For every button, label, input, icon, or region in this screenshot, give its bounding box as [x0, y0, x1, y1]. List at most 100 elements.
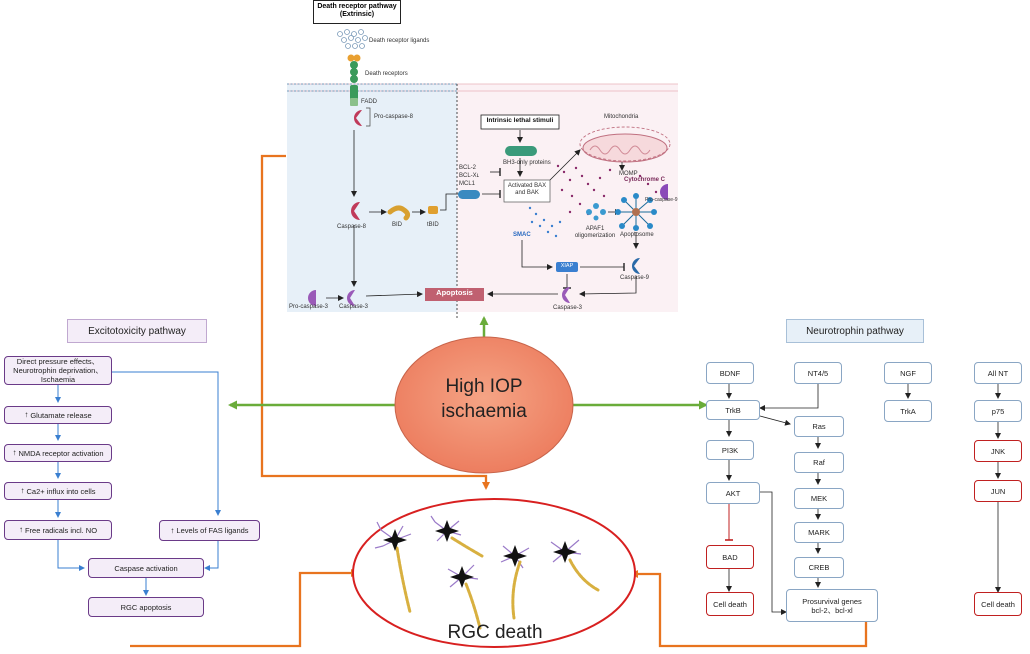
- xiap-label: XIAP: [560, 263, 574, 269]
- jnk-box: JNK: [974, 440, 1022, 462]
- tbid-icon: [428, 206, 438, 214]
- ras-box: Ras: [794, 416, 844, 437]
- apoptosis-box: [425, 288, 484, 301]
- mitochondria-icon: [579, 126, 671, 163]
- tbid-label: tBID: [427, 222, 439, 228]
- fadd-label: FADD: [361, 99, 378, 105]
- death-receptor-icon: [347, 54, 361, 106]
- pi3k-box: PI3K: [706, 440, 754, 460]
- bax-label: Activated BAX and BAK: [504, 183, 550, 197]
- pro-caspase-3-label: Pro-caspase-3: [289, 304, 329, 310]
- apaf1-line2: oligomerization: [574, 232, 616, 239]
- death-receptor-title: Death receptor pathway: [317, 3, 397, 10]
- pro-caspase-9-label: Pro-caspase-9: [645, 197, 678, 203]
- mark-box: MARK: [794, 522, 844, 543]
- smac-label: SMAC: [513, 232, 531, 238]
- smac-dots: [528, 206, 562, 238]
- glutamate-label: Glutamate release: [30, 410, 92, 420]
- death-receptor-subtitle: (Extrinsic): [339, 11, 375, 19]
- trkb-box: TrkB: [706, 400, 760, 420]
- nt45-box: NT4/5: [794, 362, 842, 384]
- momp-label: MOMP: [619, 171, 638, 177]
- apoptosis-label: Apoptosis: [436, 288, 473, 297]
- apaf1-line1: APAF1: [585, 226, 605, 232]
- ca2-label: Ca2+ influx into cells: [26, 486, 96, 496]
- mitochondria-label: Mitochondria: [604, 114, 639, 120]
- prosurvival-box: Prosurvival genes bcl-2、bcl-xl: [786, 589, 878, 622]
- jun-box: JUN: [974, 480, 1022, 502]
- neurotrophin-title: Neurotrophin pathway: [786, 319, 924, 343]
- creb-box: CREB: [794, 557, 844, 578]
- apaf1-label: APAF1 oligomerization: [570, 226, 620, 240]
- p75-box: p75: [974, 400, 1022, 422]
- excitotoxicity-arrows: [55, 371, 221, 596]
- central-label-line1: High IOP: [445, 376, 523, 397]
- rgc-death-oval: [352, 498, 636, 648]
- bax-line2: and BAK: [515, 189, 539, 196]
- ca2-box: ↑Ca2+ influx into cells: [4, 482, 112, 500]
- pro-caspase-8-label: Pro-caspase-8: [374, 114, 414, 120]
- death-receptor-ligands: [337, 29, 368, 49]
- bdnf-box: BDNF: [706, 362, 754, 384]
- fas-label: Levels of FAS ligands: [176, 526, 249, 535]
- cytochrome-label: Cytochrome C: [624, 177, 666, 183]
- akt-box: AKT: [706, 482, 760, 504]
- pro-caspase-9-icon: [660, 184, 668, 200]
- bcl2-icon: [458, 190, 480, 199]
- nmda-label: NMDA receptor activation: [18, 448, 104, 458]
- orange-arrows: [130, 154, 868, 648]
- central-label: High IOP ischaemia: [404, 375, 564, 424]
- apoptosome-icon: [615, 193, 657, 231]
- pro-caspase-8-icon: [354, 110, 362, 126]
- bh3-icon: [505, 146, 537, 156]
- excitotoxicity-title: Excitotoxicity pathway: [67, 319, 207, 343]
- allnt-box: All NT: [974, 362, 1022, 384]
- rgc-death-label: RGC death: [447, 622, 543, 643]
- direct-pressure-box: Direct pressure effects、Neurotrophin dep…: [4, 356, 112, 385]
- prosurvival-label: Prosurvival genes: [802, 596, 862, 606]
- central-oval: [394, 336, 574, 474]
- bclxl-label: BCL-Xʟ: [459, 173, 480, 179]
- apaf1-icon: [586, 203, 606, 221]
- caspase-3-left-icon: [347, 290, 355, 306]
- prosurvival-sub-label: bcl-2、bcl-xl: [811, 605, 853, 615]
- trka-box: TrkA: [884, 400, 932, 422]
- free-radicals-label: Free radicals incl. NO: [24, 525, 98, 535]
- nmda-box: ↑NMDA receptor activation: [4, 444, 112, 462]
- caspase-9-icon: [632, 258, 640, 274]
- central-label-line2: ischaemia: [441, 400, 527, 422]
- caspase-activation-box: Caspase activation: [88, 558, 204, 578]
- bh3-label: BH3-only proteins: [503, 160, 551, 166]
- raf-box: Raf: [794, 452, 844, 473]
- caspase-3-right-icon: [562, 287, 570, 303]
- caspase-8-icon: [351, 202, 360, 220]
- cell-death-box-2: Cell death: [974, 592, 1022, 616]
- ligands-label: Death receptor ligands: [369, 38, 430, 44]
- bid-icon: [387, 205, 411, 221]
- apoptosome-label: Apoptosome: [620, 232, 654, 238]
- mcl1-label: MCL1: [459, 181, 476, 187]
- ngf-box: NGF: [884, 362, 932, 384]
- intrinsic-stimuli-label: Intrinsic lethal stimuli: [486, 117, 554, 124]
- caspase-3-left-label: Caspase-3: [339, 304, 369, 310]
- receptors-label: Death receptors: [365, 71, 408, 77]
- bax-bak-box: [503, 179, 551, 203]
- free-radicals-box: ↑Free radicals incl. NO: [4, 520, 112, 540]
- cell-death-box-1: Cell death: [706, 592, 754, 616]
- bad-box: BAD: [706, 545, 754, 569]
- death-receptor-title-box: Death receptor pathway (Extrinsic): [313, 0, 401, 24]
- bcl2-label: BCL-2: [459, 165, 477, 171]
- pro-caspase-3-icon: [308, 290, 316, 306]
- caspase-3-right-label: Caspase-3: [553, 305, 583, 311]
- caspase-9-label: Caspase-9: [620, 275, 650, 281]
- rgc-apoptosis-box: RGC apoptosis: [88, 597, 204, 617]
- green-arrows: [228, 316, 708, 410]
- caspase-8-label: Caspase-8: [337, 224, 367, 230]
- fas-box: ↑Levels of FAS ligands: [159, 520, 260, 541]
- mek-box: MEK: [794, 488, 844, 509]
- neurotrophin-arrows: [726, 384, 1001, 615]
- glutamate-box: ↑Glutamate release: [4, 406, 112, 424]
- bid-label: BID: [392, 222, 403, 228]
